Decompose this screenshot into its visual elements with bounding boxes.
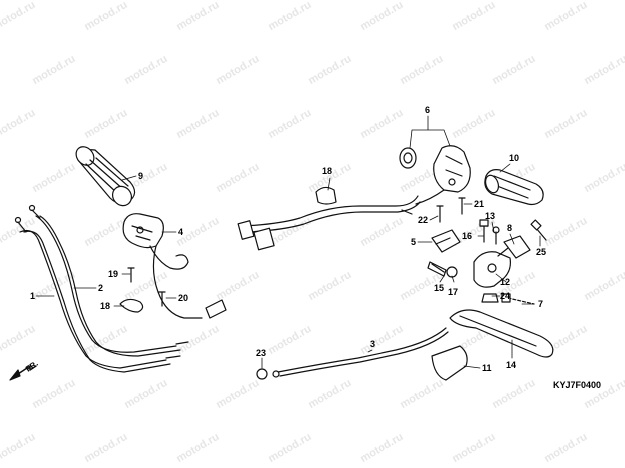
nut-24: [481, 293, 499, 303]
callout-17: 17: [448, 287, 458, 297]
right-grip: [484, 169, 544, 206]
clutch-lever: [449, 309, 554, 358]
diagram-code: KYJ7F0400: [553, 380, 602, 390]
callout-19: 19: [108, 269, 118, 279]
left-switch-housing: [122, 213, 227, 319]
callout-3: 3: [370, 339, 375, 349]
callout-16: 16: [462, 231, 472, 241]
callout-9: 9: [138, 171, 143, 181]
callout-11: 11: [482, 363, 492, 373]
bolt-13: [492, 226, 500, 245]
bolt-16: [479, 219, 489, 243]
callout-18-left: 18: [100, 301, 110, 311]
callout-21: 21: [474, 199, 484, 209]
nut-23: [256, 368, 268, 380]
callout-20: 20: [178, 293, 188, 303]
lever-cover: [431, 345, 468, 381]
screw-22: [436, 205, 444, 223]
right-switch-housing: [399, 145, 471, 205]
callout-18-top: 18: [322, 166, 332, 176]
screw-25: [530, 219, 547, 241]
left-grip: [75, 146, 136, 207]
left-clamp: [119, 298, 144, 313]
adjuster-15: [427, 261, 447, 277]
bracket-8: [503, 235, 531, 259]
throttle-cables: [14, 204, 189, 373]
screw-21: [458, 197, 466, 215]
callout-2: 2: [98, 283, 103, 293]
brake-switch: [431, 229, 461, 253]
nut-17: [446, 266, 458, 278]
callout-10: 10: [509, 153, 519, 163]
clutch-cable: [272, 327, 449, 378]
callout-6: 6: [425, 105, 430, 115]
callout-labels: 1 2 3 4 5 6 7 8 9 10 11 12 13 14 15 16 1…: [30, 105, 546, 373]
callout-15: 15: [434, 283, 444, 293]
callout-7: 7: [538, 299, 543, 309]
callout-8: 8: [507, 223, 512, 233]
callout-1: 1: [30, 291, 35, 301]
callout-4: 4: [178, 227, 183, 237]
callout-25: 25: [536, 247, 546, 257]
callout-13: 13: [485, 211, 495, 221]
callout-22: 22: [418, 215, 428, 225]
direction-label: FR.: [24, 359, 40, 374]
screw-19: [127, 267, 135, 283]
callout-23: 23: [256, 348, 266, 358]
callout-14: 14: [506, 360, 516, 370]
bolt-7: [501, 293, 535, 305]
callout-5: 5: [411, 237, 416, 247]
callout-24: 24: [500, 291, 510, 301]
wire-harness: [237, 186, 421, 251]
front-direction-arrow: FR.: [9, 359, 40, 381]
screw-20: [158, 291, 166, 307]
callout-12: 12: [500, 277, 510, 287]
leader-lines: [35, 115, 541, 369]
